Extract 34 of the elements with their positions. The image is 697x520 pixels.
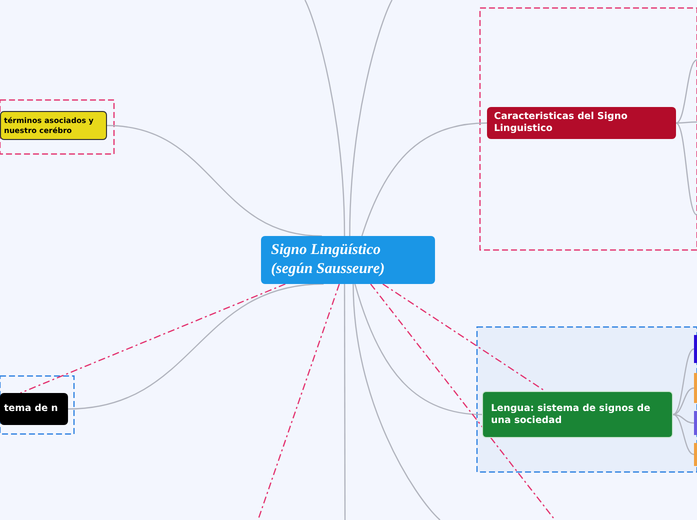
topic-box: [482, 391, 673, 438]
connector: [354, 284, 482, 416]
topic-box: [0, 111, 107, 140]
connector: [344, 284, 346, 520]
topic-text: Lengua: sistema de signos de una sociedad: [491, 402, 652, 426]
dashed-boundary: [480, 8, 697, 250]
connector: [672, 414, 694, 424]
connector: [676, 122, 697, 216]
connector: [676, 121, 697, 124]
topic-text: tema de n: [4, 403, 59, 415]
connector: [361, 122, 488, 236]
connector: [672, 414, 694, 456]
connector: [352, 284, 440, 520]
central-topic: [261, 236, 435, 284]
connector: [68, 283, 324, 410]
connector: [672, 387, 694, 416]
topic-bar: [694, 443, 697, 466]
dashed-connector: [382, 284, 546, 392]
topic-box: [0, 393, 68, 425]
dashed-boundary: [477, 327, 697, 472]
dashed-connector: [20, 283, 286, 394]
topic-box: [487, 107, 676, 139]
topic-bar: [694, 373, 697, 403]
topic-bar: [694, 411, 697, 435]
dashed-connector: [257, 284, 340, 520]
connector: [304, 0, 346, 236]
connector: [676, 59, 697, 124]
topic-text: Caracteristicas del Signo Linguistico: [494, 111, 628, 135]
connector: [349, 0, 393, 236]
connector: [672, 348, 694, 416]
topic-text: Signo Lingüístico (según Sausseure): [271, 241, 386, 279]
topic-bar: [694, 335, 697, 363]
dashed-connector: [370, 284, 556, 520]
connector: [106, 124, 322, 237]
